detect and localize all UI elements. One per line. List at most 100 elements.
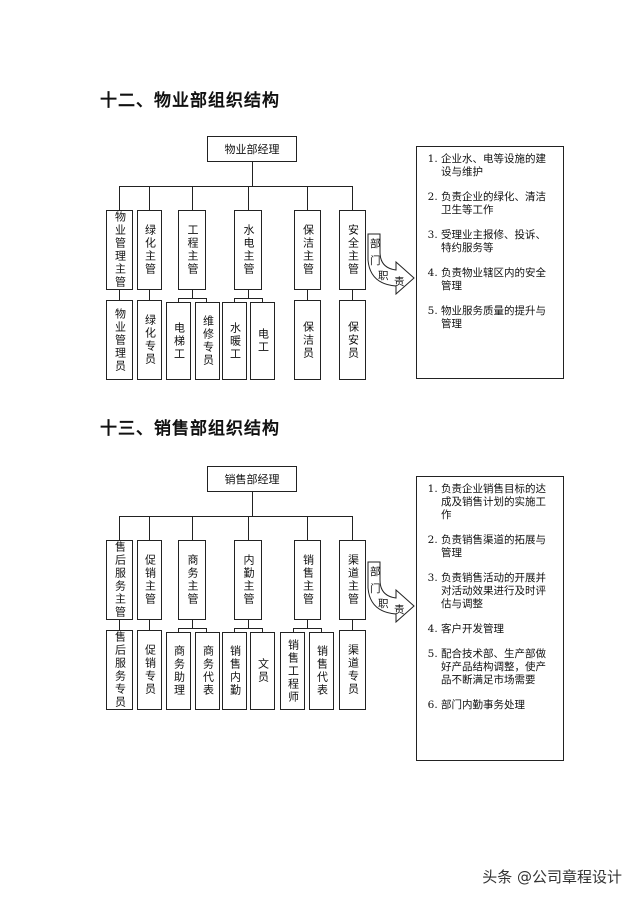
duty-item: 部门内勤事务处理: [441, 699, 555, 712]
staff-box: 商务代表: [195, 632, 220, 710]
staff-box: 促销专员: [137, 630, 162, 710]
duty-item: 受理业主报修、投诉、特约服务等: [441, 229, 555, 255]
connector: [206, 628, 207, 632]
duty-item: 负责销售活动的开展并对活动效果进行及时评估与调整: [441, 572, 555, 611]
connector: [248, 516, 249, 540]
connector: [234, 298, 235, 302]
head-box: 内勤主管: [234, 540, 262, 620]
connector: [178, 628, 179, 632]
connector: [178, 298, 179, 302]
staff-box: 渠道专员: [339, 630, 366, 710]
duty-item: 负责企业的绿化、清洁卫生等工作: [441, 191, 555, 217]
connector: [262, 298, 263, 302]
connector: [262, 628, 263, 632]
head-box: 促销主管: [137, 540, 162, 620]
head-box: 绿化主管: [137, 210, 162, 290]
head-box: 安全主管: [339, 210, 366, 290]
head-box: 物业管理主管: [106, 210, 133, 290]
staff-box: 物业管理员: [106, 300, 133, 380]
staff-box: 文员: [250, 632, 275, 710]
head-box: 商务主管: [178, 540, 206, 620]
curved-arrow-icon: [367, 561, 415, 624]
duty-item: 负责销售渠道的拓展与管理: [441, 534, 555, 560]
connector: [192, 290, 193, 298]
head-box: 水电主管: [234, 210, 262, 290]
staff-box: 保洁员: [294, 300, 321, 380]
connector: [192, 620, 193, 628]
duties-box-property: 企业水、电等设施的建设与维护 负责企业的绿化、清洁卫生等工作 受理业主报修、投诉…: [416, 146, 564, 379]
connector: [352, 290, 353, 300]
curved-arrow-icon: [367, 233, 415, 296]
sales-manager-box: 销售部经理: [207, 466, 297, 492]
connector: [119, 620, 120, 630]
arrow-label-char: 责: [394, 276, 405, 288]
connector: [192, 186, 193, 210]
connector: [119, 186, 352, 187]
duty-item: 企业水、电等设施的建设与维护: [441, 153, 555, 179]
connector: [252, 492, 253, 516]
arrow-label-char: 职: [378, 598, 389, 610]
connector: [149, 290, 150, 300]
connector: [149, 186, 150, 210]
connector: [307, 620, 308, 628]
connector: [248, 290, 249, 298]
connector: [293, 628, 294, 632]
connector: [119, 186, 120, 210]
duty-item: 客户开发管理: [441, 623, 555, 636]
staff-box: 销售工程师: [280, 632, 305, 710]
section-title-property: 十二、物业部组织结构: [100, 91, 280, 111]
head-box: 工程主管: [178, 210, 206, 290]
staff-box: 保安员: [339, 300, 366, 380]
duty-item: 负责企业销售目标的达成及销售计划的实施工作: [441, 483, 555, 522]
connector: [352, 186, 353, 210]
connector: [234, 628, 263, 629]
connector: [234, 298, 263, 299]
staff-box: 水暖工: [222, 302, 247, 380]
head-box: 售后服务主管: [106, 540, 133, 620]
staff-box: 商务助理: [166, 632, 191, 710]
arrow-label-char: 职: [378, 270, 389, 282]
connector: [307, 516, 308, 540]
connector: [119, 516, 352, 517]
connector: [352, 620, 353, 630]
connector: [119, 290, 120, 300]
staff-box: 绿化专员: [137, 300, 162, 380]
staff-box: 销售内勤: [222, 632, 247, 710]
connector: [293, 628, 322, 629]
property-manager-box: 物业部经理: [207, 136, 297, 162]
staff-box: 维修专员: [195, 302, 220, 380]
staff-box: 销售代表: [309, 632, 334, 710]
duty-item: 物业服务质量的提升与管理: [441, 305, 555, 331]
duty-item: 配合技术部、生产部做好产品结构调整，使产品不断满足市场需要: [441, 648, 555, 687]
connector: [149, 620, 150, 630]
connector: [178, 628, 207, 629]
head-box: 保洁主管: [294, 210, 321, 290]
staff-box: 电工: [250, 302, 275, 380]
connector: [307, 186, 308, 210]
staff-box: 电梯工: [166, 302, 191, 380]
staff-box: 售后服务专员: [106, 630, 133, 710]
connector: [192, 516, 193, 540]
connector: [248, 186, 249, 210]
watermark: 头条 @公司章程设计: [482, 868, 622, 886]
duties-box-sales: 负责企业销售目标的达成及销售计划的实施工作 负责销售渠道的拓展与管理 负责销售活…: [416, 476, 564, 761]
connector: [352, 516, 353, 540]
connector: [178, 298, 207, 299]
arrow-label-char: 门: [370, 255, 381, 267]
connector: [119, 516, 120, 540]
section-title-sales: 十三、销售部组织结构: [100, 419, 280, 439]
arrow-label-char: 部: [370, 238, 381, 250]
duty-item: 负责物业辖区内的安全管理: [441, 267, 555, 293]
connector: [234, 628, 235, 632]
arrow-label-char: 门: [370, 583, 381, 595]
head-box: 渠道主管: [339, 540, 366, 620]
connector: [149, 516, 150, 540]
connector: [248, 620, 249, 628]
connector: [252, 162, 253, 186]
connector: [206, 298, 207, 302]
arrow-label-char: 责: [394, 604, 405, 616]
connector: [307, 290, 308, 300]
connector: [321, 628, 322, 632]
head-box: 销售主管: [294, 540, 321, 620]
arrow-label-char: 部: [370, 566, 381, 578]
